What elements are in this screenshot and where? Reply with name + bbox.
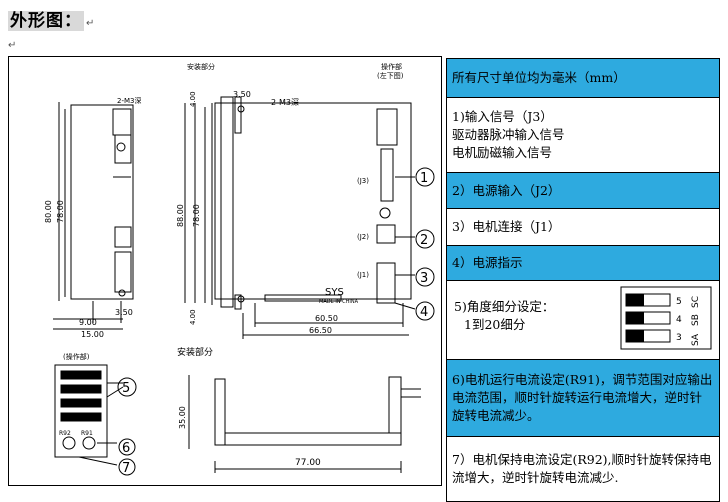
dim-80: 80.00 [44,200,53,223]
side-view [184,96,412,339]
callout-3: 3 [420,271,428,286]
row-item-7: 7）电机保持电流设定(R92),顺时针旋转保持电流增大，逆时针旋转电流减少. [446,436,720,502]
dip-num-3: 3 [676,333,682,343]
spec-table: 所有尺寸单位均为毫米（mm） 1)输入信号（J3） 驱动器脉冲输入信号 电机励磁… [446,58,720,502]
row-item-4: 4）电源指示 [446,245,720,281]
return-mark: ↵ [86,18,96,29]
page-heading: 外形图：↵ [8,6,95,31]
dim-9: 9.00 [79,318,97,327]
item-1-line-2: 驱动器脉冲输入信号 [452,127,565,142]
dim-4-top: 4.00 [189,91,197,107]
dim-4-bottom: 4.00 [189,309,197,325]
callout-1: 1 [420,171,428,186]
item-3: 3）电机连接（J1） [446,208,720,246]
dim-35: 35.00 [178,406,187,429]
item-7: 7）电机保持电流设定(R92),顺时针旋转保持电流增大，逆时针旋转电流减少. [446,436,720,502]
dim-77: 77.00 [295,458,321,468]
label-r91: R91 [81,430,93,437]
callout-2: 2 [420,233,428,248]
dim-60-5: 60.50 [315,314,338,323]
row-item-1: 1)输入信号（J3） 驱动器脉冲输入信号 电机励磁输入信号 [446,97,720,173]
row-item-3: 3）电机连接（J1） [446,208,720,246]
label-r92: R92 [59,430,71,437]
label-j3: (J3) [357,177,369,185]
bottom-side-view [188,375,421,473]
row-unit-note: 所有尺寸单位均为毫米（mm） [446,58,720,98]
label-j2: (J2) [357,233,369,241]
label-made-in-china: MADE IN CHINA [319,299,359,305]
operation-label-sub: (左下图) [377,71,404,80]
dip-switch-diagram: 5 4 3 SC SB SA [620,286,712,350]
row-item-2: 2）电源输入（J2） [446,172,720,209]
row-item-5: 5)角度细分设定： 1到20细分 5 4 3 SC SB SA [446,280,720,360]
operation-label-top: 操作部 [381,62,402,71]
item-5-line-1: 5)角度细分设定： [454,299,555,314]
dim-3-5-top: 3.50 [233,90,251,99]
return-mark-2: ↵ [8,40,17,51]
callout-5: 5 [122,381,130,396]
row-item-6: 6)电机运行电流设定(R91)，调节范围对应输出电流范围，顺时针旋转运行电流增大… [446,359,720,437]
item-1-line-3: 电机励磁输入信号 [452,145,553,160]
item-4: 4）电源指示 [446,245,720,281]
label-j1: (J1) [357,271,369,279]
unit-note: 所有尺寸单位均为毫米（mm） [446,58,720,98]
dim-78-left: 78.00 [56,200,65,223]
callout-6: 6 [122,441,130,456]
heading-text: 外形图： [8,11,84,31]
front-view [53,102,134,330]
outline-drawing: 2-M3深 80.00 78.00 9.00 15.00 3.50 [8,56,442,486]
dip-sb: SB [691,314,701,326]
callout-group-right [394,167,435,321]
dip-num-4: 4 [676,315,682,325]
item-5-cell: 5)角度细分设定： 1到20细分 5 4 3 SC SB SA [446,280,720,360]
item-2: 2）电源输入（J2） [446,172,720,209]
operation-label-small: (操作部) [63,352,90,361]
dip-num-5: 5 [676,297,682,307]
install-label-top: 安装部分 [187,62,215,71]
dim-3-5-left: 3.50 [115,308,133,317]
operation-panel [54,364,137,476]
item-5-line-2: 1到20细分 [464,317,526,332]
screw-label-left: 2-M3深 [117,96,141,105]
install-label-bottom: 安装部分 [177,346,213,358]
item-1-line-1: 1)输入信号（J3） [452,109,553,124]
dim-88: 88.00 [176,204,185,227]
dip-sc: SC [691,296,701,308]
callout-7: 7 [122,461,130,476]
dim-78-mid: 78.00 [192,204,201,227]
dim-15: 15.00 [81,330,104,339]
dip-sa: SA [691,333,701,346]
screw-label-right: 2-M3深 [271,98,299,107]
dim-66-5: 66.50 [309,326,332,335]
item-6: 6)电机运行电流设定(R91)，调节范围对应输出电流范围，顺时针旋转运行电流增大… [446,359,720,437]
item-1-cell: 1)输入信号（J3） 驱动器脉冲输入信号 电机励磁输入信号 [446,97,720,173]
label-sys: SYS [325,287,344,298]
callout-4: 4 [420,305,428,320]
